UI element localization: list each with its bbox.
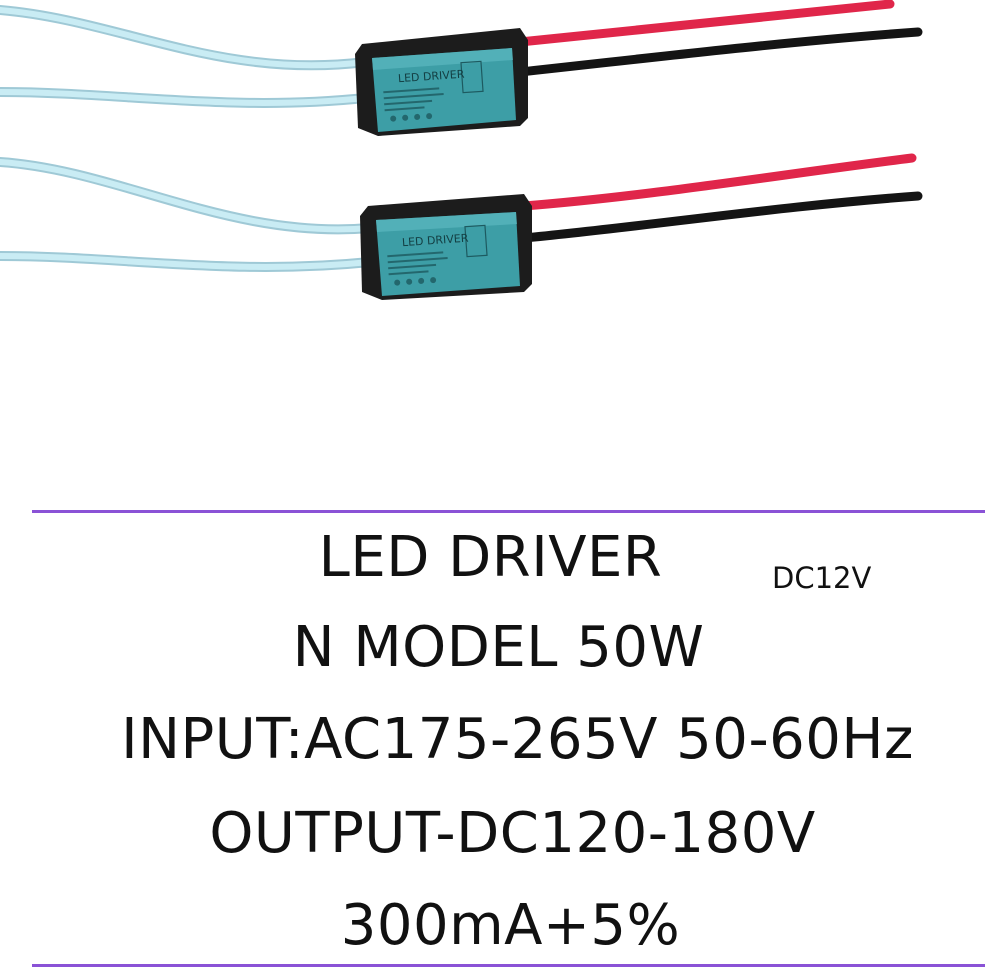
output-wire-red bbox=[519, 153, 917, 211]
led-driver-unit-bottom: LED DRIVER bbox=[0, 153, 923, 300]
divider-bottom bbox=[32, 964, 985, 967]
led-driver-unit-top: LED DRIVER bbox=[0, 0, 923, 136]
casing-label-text: LED DRIVER bbox=[398, 68, 466, 86]
output-wire-red bbox=[515, 0, 895, 47]
driver-case bbox=[376, 212, 520, 296]
output-wire-black bbox=[519, 191, 923, 243]
divider-top bbox=[32, 510, 985, 513]
spec-input: INPUT:AC175-265V 50-60Hz bbox=[121, 707, 914, 772]
driver-case bbox=[372, 48, 516, 132]
cert-label-box bbox=[460, 60, 484, 94]
cert-label-box bbox=[464, 224, 488, 258]
spec-current: 300mA+5% bbox=[340, 893, 681, 958]
output-wire-black bbox=[515, 27, 923, 77]
spec-model: N MODEL 50W bbox=[292, 615, 705, 680]
input-wire bbox=[0, 89, 368, 106]
product-photo: LED DRIVER LED DRIVER bbox=[0, 0, 923, 300]
voltage-badge: DC12V bbox=[772, 561, 872, 595]
input-wire bbox=[0, 159, 373, 233]
spec-output: OUTPUT-DC120-180V bbox=[209, 801, 816, 866]
spec-title: LED DRIVER bbox=[318, 525, 663, 590]
casing-label-text: LED DRIVER bbox=[402, 232, 470, 250]
input-wire bbox=[0, 253, 373, 270]
input-wire bbox=[0, 7, 368, 69]
